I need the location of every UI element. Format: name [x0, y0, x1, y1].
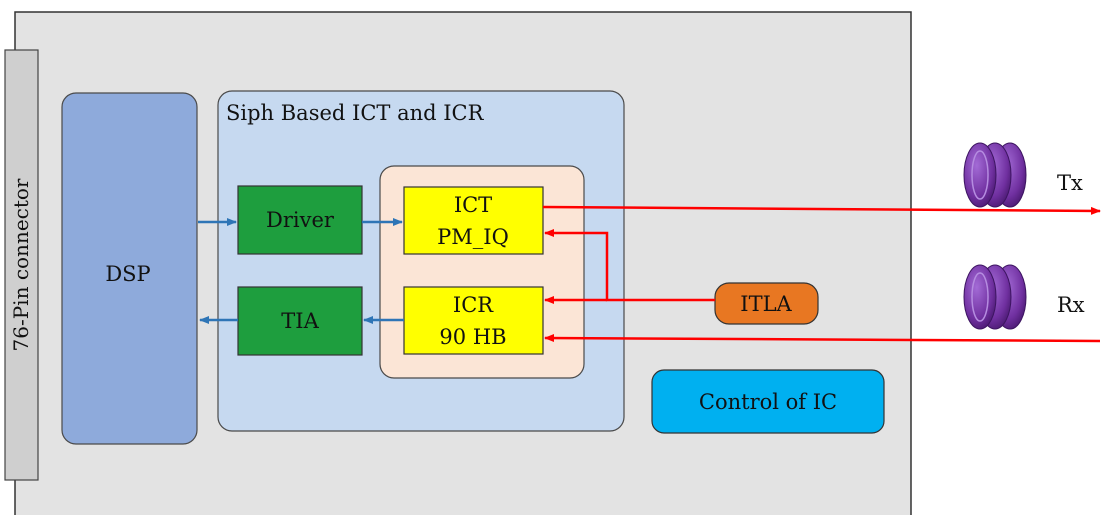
siph-title: Siph Based ICT and ICR — [226, 101, 485, 125]
dsp-block: DSP — [61, 92, 198, 445]
tx-fiber-icon — [963, 142, 1027, 208]
icr-label-line1: ICR — [453, 293, 494, 317]
connector: 76-Pin connector — [4, 49, 39, 481]
control-label: Control of IC — [699, 390, 837, 414]
control-block: Control of IC — [651, 369, 885, 434]
ict-label-line1: ICT — [454, 193, 492, 217]
ict-block: ICT PM_IQ — [403, 186, 544, 255]
ict-to-tx-arrow — [542, 205, 1101, 215]
control-box — [651, 369, 885, 434]
driver-box — [237, 185, 363, 255]
rx-fiber-icon — [963, 264, 1027, 330]
rx-to-icr-arrow — [544, 334, 1101, 343]
connector-label: 76-Pin connector — [9, 178, 33, 351]
driver-label: Driver — [266, 208, 335, 232]
ict-box — [403, 186, 544, 255]
itla-box — [714, 282, 819, 325]
icr-block: ICR 90 HB — [403, 286, 544, 355]
tia-label: TIA — [281, 309, 319, 333]
tia-box — [237, 286, 363, 356]
itla-to-ict-arrow — [544, 229, 715, 302]
ict-label-line2: PM_IQ — [437, 225, 509, 249]
tia-block: TIA — [237, 286, 363, 356]
dsp-box — [61, 92, 198, 445]
itla-label: ITLA — [740, 292, 792, 316]
driver-block: Driver — [237, 185, 363, 255]
rx-label: Rx — [1057, 293, 1085, 317]
connector-bar — [4, 49, 39, 481]
tx-label: Tx — [1057, 171, 1083, 195]
icr-label-line2: 90 HB — [439, 325, 506, 349]
dsp-label: DSP — [105, 262, 150, 286]
itla-block: ITLA — [714, 282, 819, 325]
